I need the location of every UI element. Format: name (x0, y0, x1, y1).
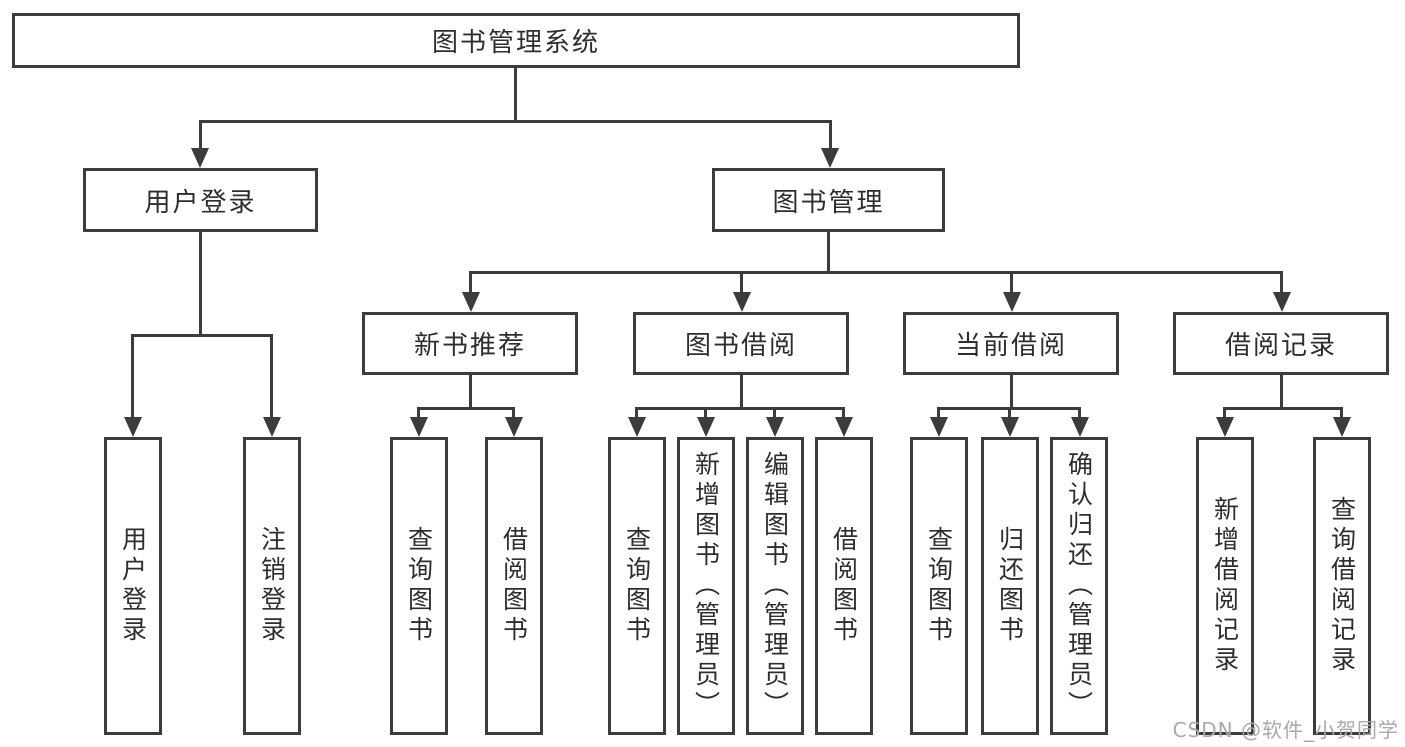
connector-line (131, 334, 273, 337)
connector-line (1223, 407, 1226, 421)
arrow-down-icon (505, 417, 523, 437)
connector-line (773, 407, 776, 421)
node-root-library-management-system: 图书管理系统 (12, 13, 1020, 68)
arrow-down-icon (697, 417, 715, 437)
arrow-down-icon (1333, 417, 1351, 437)
leaf-return-books: 归还图书 (981, 437, 1039, 735)
arrow-down-icon (766, 417, 784, 437)
node-label: 编辑图书（管理员） (760, 451, 790, 721)
connector-line (417, 407, 420, 421)
node-label: 用户登录 (118, 526, 148, 646)
connector-line (937, 407, 940, 421)
watermark-text: CSDN @软件_小贺同学 (1172, 718, 1399, 742)
connector-line (1010, 271, 1013, 295)
node-new-book-recommendation: 新书推荐 (362, 312, 578, 375)
node-label: 查询图书 (924, 526, 954, 646)
connector-line (1280, 271, 1283, 295)
connector-line (635, 407, 638, 421)
node-book-management: 图书管理 (712, 168, 945, 232)
node-borrowing-records: 借阅记录 (1173, 312, 1389, 375)
connector-line (1010, 375, 1013, 410)
connector-line (514, 68, 517, 123)
connector-line (270, 334, 273, 421)
connector-line (635, 407, 845, 410)
connector-line (1078, 407, 1081, 421)
leaf-logout: 注销登录 (243, 437, 301, 735)
arrow-down-icon (930, 417, 948, 437)
connector-line (740, 375, 743, 410)
connector-line (199, 120, 832, 123)
arrow-down-icon (1003, 292, 1021, 312)
leaf-borrow-books-recommend: 借阅图书 (485, 437, 543, 735)
arrow-down-icon (1001, 417, 1019, 437)
connector-line (469, 271, 1282, 274)
node-label: 查询图书 (622, 526, 652, 646)
connector-line (131, 334, 134, 421)
connector-line (469, 375, 472, 410)
arrow-down-icon (124, 417, 142, 437)
node-label: 新书推荐 (413, 331, 526, 361)
arrow-down-icon (263, 417, 281, 437)
arrow-down-icon (733, 292, 751, 312)
arrow-down-icon (1216, 417, 1234, 437)
arrow-down-icon (628, 417, 646, 437)
node-label: 借阅图书 (829, 526, 859, 646)
leaf-query-books-current: 查询图书 (910, 437, 968, 735)
node-label: 注销登录 (257, 526, 287, 646)
node-label: 当前借阅 (954, 331, 1067, 361)
connector-line (829, 120, 832, 154)
node-label: 图书借阅 (684, 331, 797, 361)
arrow-down-icon (191, 148, 209, 168)
leaf-user-login: 用户登录 (104, 437, 162, 735)
leaf-edit-books-admin: 编辑图书（管理员） (746, 437, 804, 735)
arrow-down-icon (821, 148, 839, 168)
connector-line (1008, 407, 1011, 421)
arrow-down-icon (835, 417, 853, 437)
node-label: 借阅记录 (1224, 331, 1337, 361)
leaf-query-borrow-record: 查询借阅记录 (1313, 437, 1371, 735)
connector-line (199, 232, 202, 336)
node-book-borrowing: 图书借阅 (633, 312, 849, 375)
node-label: 用户登录 (144, 187, 257, 218)
leaf-confirm-return-admin: 确认归还（管理员） (1050, 437, 1108, 735)
node-label: 借阅图书 (499, 526, 529, 646)
connector-line (740, 271, 743, 295)
connector-line (469, 271, 472, 295)
node-label: 新增借阅记录 (1210, 496, 1240, 676)
connector-line (1340, 407, 1343, 421)
node-label: 图书管理系统 (431, 28, 600, 58)
connector-line (704, 407, 707, 421)
node-label: 确认归还（管理员） (1064, 451, 1094, 721)
node-user-login: 用户登录 (83, 168, 318, 232)
node-label: 归还图书 (995, 526, 1025, 646)
connector-line (827, 232, 830, 274)
connector-line (512, 407, 515, 421)
arrow-down-icon (462, 292, 480, 312)
connector-line (417, 407, 515, 410)
leaf-borrow-books: 借阅图书 (815, 437, 873, 735)
node-label: 查询图书 (404, 526, 434, 646)
node-label: 新增图书（管理员） (691, 451, 721, 721)
arrow-down-icon (1273, 292, 1291, 312)
arrow-down-icon (410, 417, 428, 437)
node-label: 图书管理 (772, 187, 885, 218)
node-current-borrowing: 当前借阅 (903, 312, 1119, 375)
arrow-down-icon (1071, 417, 1089, 437)
connector-line (1223, 407, 1343, 410)
leaf-add-books-admin: 新增图书（管理员） (677, 437, 735, 735)
leaf-add-borrow-record: 新增借阅记录 (1196, 437, 1254, 735)
leaf-query-books-recommend: 查询图书 (390, 437, 448, 735)
node-label: 查询借阅记录 (1327, 496, 1357, 676)
connector-line (1280, 375, 1283, 410)
leaf-query-books-borrowing: 查询图书 (608, 437, 666, 735)
connector-line (842, 407, 845, 421)
connector-line (199, 120, 202, 154)
